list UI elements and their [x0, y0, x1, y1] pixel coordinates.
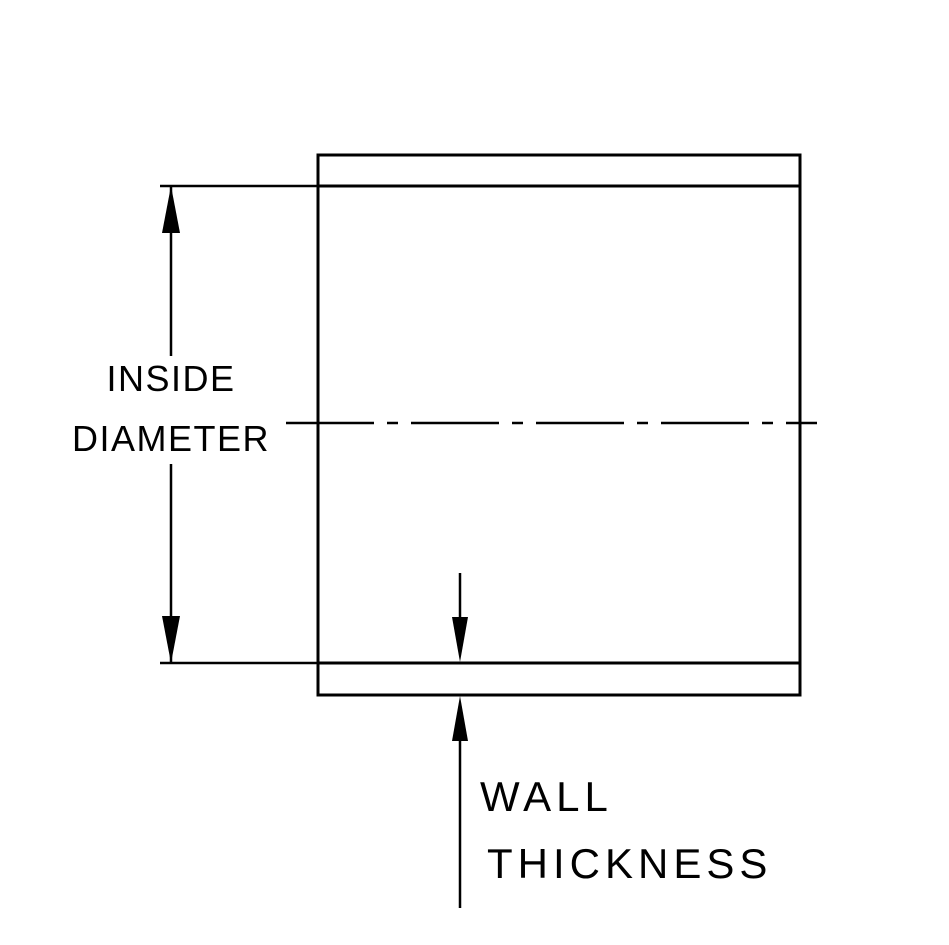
- wall-thickness-label-line1: WALL: [480, 773, 613, 820]
- wall-thickness-arrow-down-icon: [452, 617, 468, 662]
- inside-diameter-label-line2: DIAMETER: [72, 418, 270, 459]
- wall-thickness-arrow-up-icon: [452, 696, 468, 741]
- inside-diameter-label-line1: INSIDE: [106, 358, 235, 399]
- tube-outline: [316, 153, 802, 697]
- bottom-wall-hatching: [316, 661, 802, 697]
- wall-thickness-label-line2: THICKNESS: [487, 840, 772, 887]
- inside-diameter-arrow-down-icon: [162, 616, 180, 663]
- inside-diameter-arrow-up-icon: [162, 186, 180, 233]
- top-wall-hatching: [316, 153, 802, 188]
